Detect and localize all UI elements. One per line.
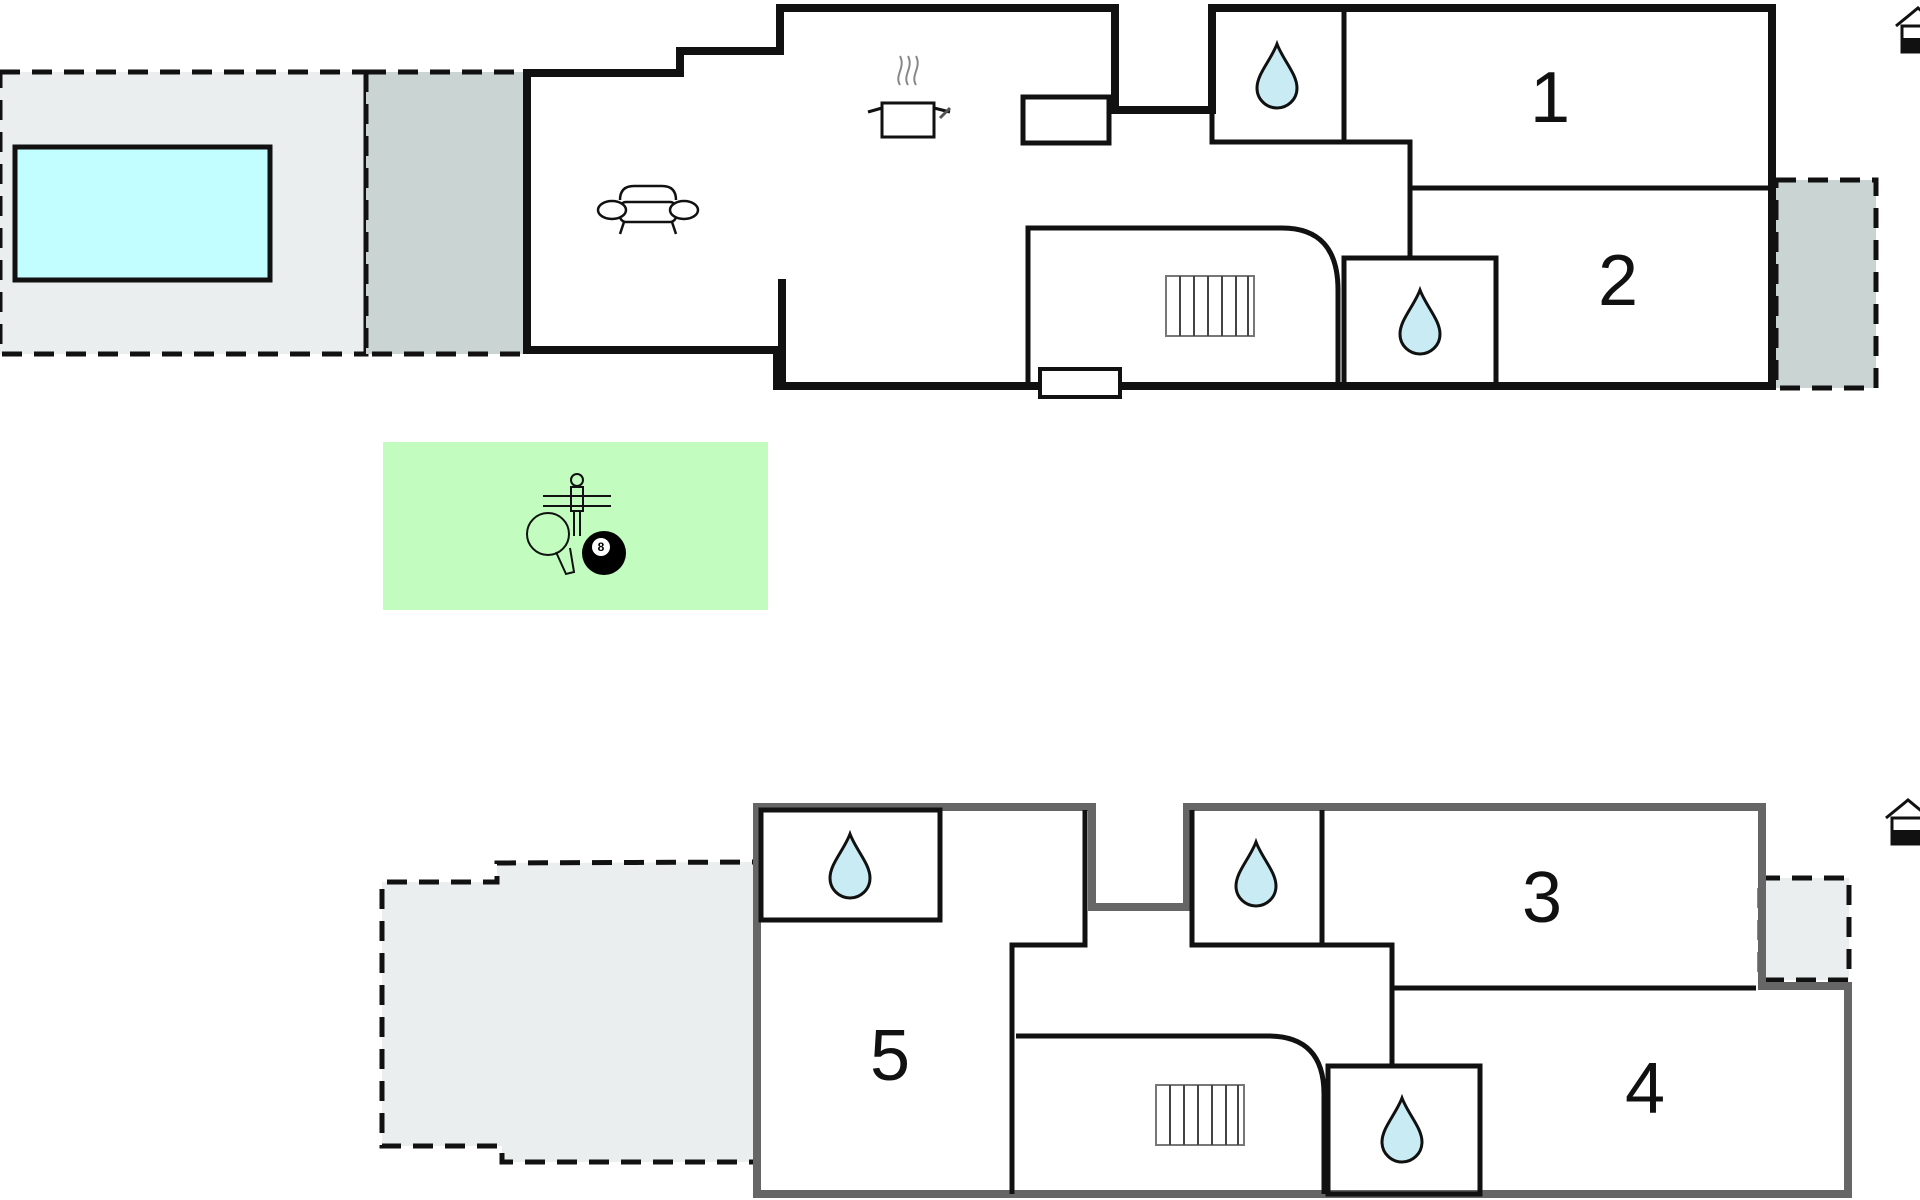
- room-label-1: 1: [1530, 58, 1570, 138]
- billiard-8-ball-icon: 8: [582, 531, 626, 575]
- upper-terrace: [379, 859, 760, 1165]
- room-label-5: 5: [870, 1016, 910, 1096]
- upper-outer-wall: [753, 803, 1852, 1198]
- room-label-2: 2: [1598, 241, 1638, 321]
- house-icon: [1884, 798, 1920, 846]
- water-drop-icon: [828, 832, 872, 900]
- table-football-icon: [543, 473, 611, 536]
- stairs-icon: [1165, 275, 1255, 337]
- side-terrace: [1773, 177, 1879, 391]
- games-area: 8: [383, 442, 768, 610]
- svg-text:8: 8: [598, 540, 605, 554]
- kitchen-counter: [1020, 94, 1112, 146]
- water-drop-icon: [1398, 288, 1442, 356]
- stairs-icon: [1155, 1084, 1245, 1146]
- covered-terrace: [363, 69, 529, 357]
- house-icon: [1894, 6, 1920, 54]
- sofa-icon: [596, 184, 700, 235]
- swimming-pool: [12, 144, 273, 283]
- cooking-pot-icon: [867, 55, 952, 139]
- water-drop-icon: [1380, 1096, 1424, 1164]
- room-label-3: 3: [1522, 858, 1562, 938]
- water-drop-icon: [1255, 42, 1299, 110]
- entrance-door[interactable]: [1038, 367, 1122, 399]
- ground-floor: 1 2: [0, 4, 1920, 399]
- water-drop-icon: [1234, 840, 1278, 908]
- upper-floor: 3 4 5: [379, 798, 1920, 1198]
- upper-side-terrace: [1757, 875, 1852, 983]
- room-label-4: 4: [1625, 1049, 1665, 1129]
- table-tennis-paddle-icon: [526, 512, 576, 576]
- ground-outer-wall: [523, 4, 1776, 390]
